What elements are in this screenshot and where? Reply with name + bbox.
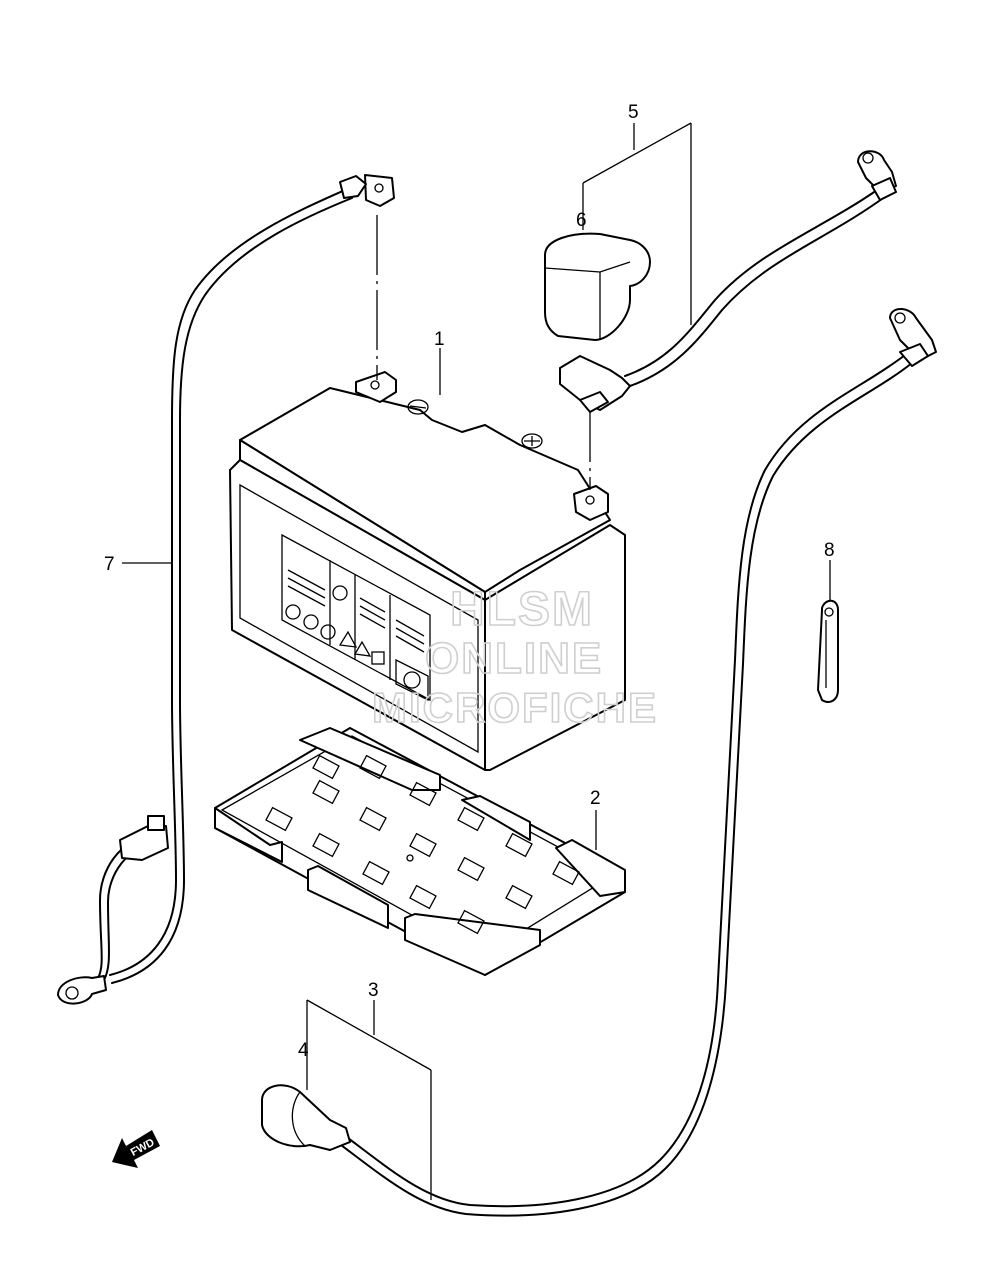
callout-5: 5 xyxy=(628,102,639,123)
callout-2: 2 xyxy=(590,788,601,809)
watermark-line-3: MICROFICHE xyxy=(372,684,658,731)
part-2-tray xyxy=(214,727,626,976)
callout-1: 1 xyxy=(434,329,445,350)
part-8-band xyxy=(817,560,839,703)
part-6-terminal-cover xyxy=(544,232,651,341)
watermark-line-2: ONLINE xyxy=(425,634,603,683)
watermark-line-1: HLSM xyxy=(450,583,594,636)
watermark: HLSM ONLINE MICROFICHE xyxy=(371,582,658,732)
fwd-arrow-icon: FWD xyxy=(112,1130,160,1168)
part-4-boot xyxy=(261,1084,351,1151)
cable-connector xyxy=(119,815,169,861)
part-5-cable xyxy=(559,122,897,413)
fwd-label: FWD xyxy=(129,1136,157,1158)
callout-6: 6 xyxy=(576,210,587,231)
part-3-cable xyxy=(306,308,937,1217)
callout-8: 8 xyxy=(824,540,835,561)
part-7-cable xyxy=(57,174,395,1005)
callout-7: 7 xyxy=(104,554,115,575)
callout-4: 4 xyxy=(298,1040,309,1061)
ring-terminal xyxy=(57,975,107,1005)
part-1-battery xyxy=(229,348,626,771)
callout-3: 3 xyxy=(368,980,379,1001)
